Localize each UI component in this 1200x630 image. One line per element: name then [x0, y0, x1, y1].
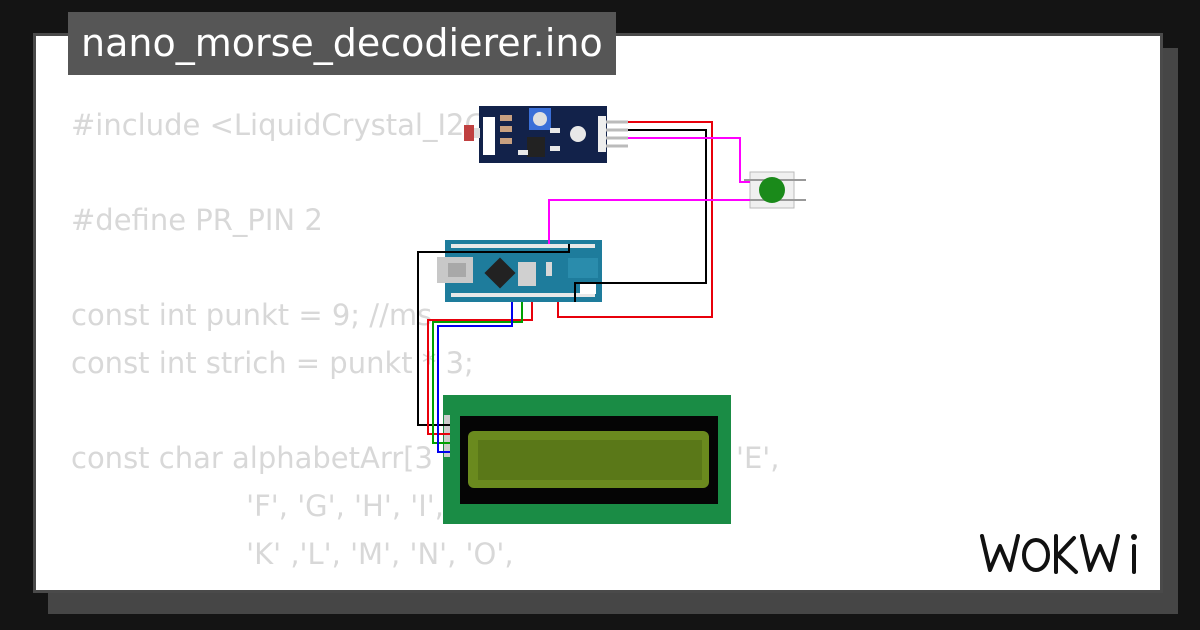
code-line: #define PR_PIN 2 — [71, 203, 323, 237]
code-line: const int punkt = 9; //ms — [71, 298, 433, 332]
photoresistor-module[interactable] — [464, 106, 628, 163]
code-line: const int strich = punkt * 3; — [71, 346, 474, 380]
code-line: 'P', 'Q', 'R', 'S', 'T', — [71, 584, 505, 590]
button-cap-icon — [759, 177, 785, 203]
project-title: nano_morse_decodierer.ino — [68, 12, 616, 75]
code-line: #include <LiquidCrystal_I2C — [71, 108, 485, 142]
code-line: const char alphabetArr[3 — [71, 441, 433, 475]
pushbutton[interactable] — [744, 171, 806, 209]
code-line: 'K' ,'L', 'M', 'N', 'O', — [71, 537, 514, 571]
code-line-tail: 'E', — [736, 441, 780, 475]
wires — [417, 121, 750, 453]
photoresistor-icon — [464, 125, 474, 141]
wokwi-logo — [980, 534, 1137, 574]
arduino-nano[interactable] — [437, 240, 602, 302]
lcd-display[interactable] — [443, 395, 731, 524]
